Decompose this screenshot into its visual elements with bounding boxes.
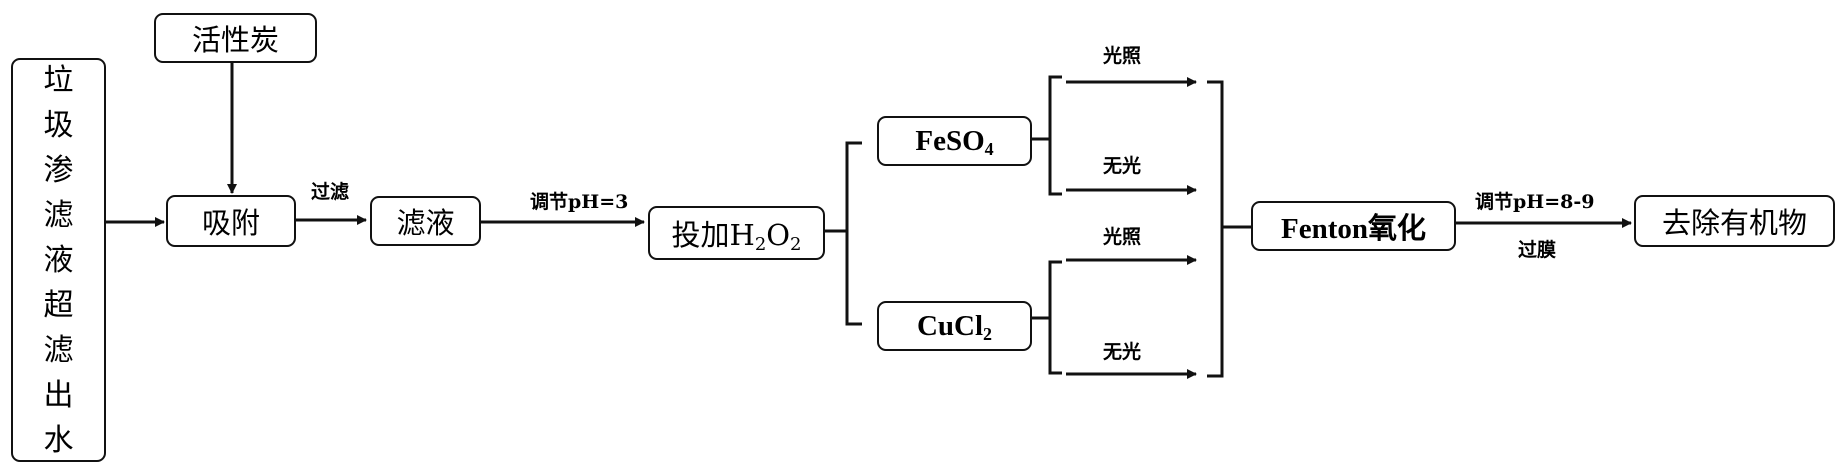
label-light-top: 光照 <box>1103 45 1142 67</box>
node-activated-carbon: 活性炭 <box>154 13 317 63</box>
label-filter: 过滤 <box>311 181 350 203</box>
leachate-char: 圾 <box>43 108 74 143</box>
cucl2-label: CuCl2 <box>916 309 993 344</box>
adsorption-label: 吸附 <box>201 206 260 240</box>
leachate-char: 渗 <box>43 153 74 188</box>
label-dark-bottom: 无光 <box>1103 341 1142 363</box>
node-adsorption: 吸附 <box>166 195 296 247</box>
filtrate-label: 滤液 <box>396 206 455 240</box>
leachate-char: 垃 <box>43 63 74 98</box>
activated-carbon-label: 活性炭 <box>191 23 279 57</box>
bracket-feso4 <box>1048 75 1062 196</box>
node-remove-organics: 去除有机物 <box>1634 195 1835 247</box>
leachate-char: 滤 <box>43 333 74 368</box>
leachate-char: 滤 <box>43 198 74 233</box>
label-dark-top: 无光 <box>1103 155 1142 177</box>
label-light-bottom: 光照 <box>1103 226 1142 248</box>
label-adjust-ph3: 调节pH=3 <box>530 191 629 213</box>
node-cucl2: CuCl2 <box>877 301 1032 351</box>
add-h2o2-label: 投加H2O2 <box>671 218 802 256</box>
node-filtrate: 滤液 <box>370 196 481 246</box>
bracket-cucl2 <box>1048 260 1062 375</box>
leachate-char: 水 <box>43 423 74 458</box>
feso4-label: FeSO4 <box>915 124 994 159</box>
node-leachate: 垃 圾 渗 滤 液 超 滤 出 水 <box>11 58 106 462</box>
remove-organics-label: 去除有机物 <box>1661 206 1807 240</box>
node-fenton: Fenton氧化 <box>1251 201 1456 251</box>
leachate-char: 液 <box>43 243 74 278</box>
bracket-merge <box>1207 80 1224 378</box>
label-adjust-ph89: 调节pH=8-9 <box>1475 191 1595 213</box>
node-feso4: FeSO4 <box>877 116 1032 166</box>
leachate-char: 超 <box>43 288 74 323</box>
leachate-char: 出 <box>43 378 74 413</box>
fenton-label: Fenton氧化 <box>1280 213 1426 245</box>
label-membrane: 过膜 <box>1518 239 1557 261</box>
bracket-catalysts <box>845 141 862 326</box>
node-add-h2o2: 投加H2O2 <box>648 206 825 260</box>
